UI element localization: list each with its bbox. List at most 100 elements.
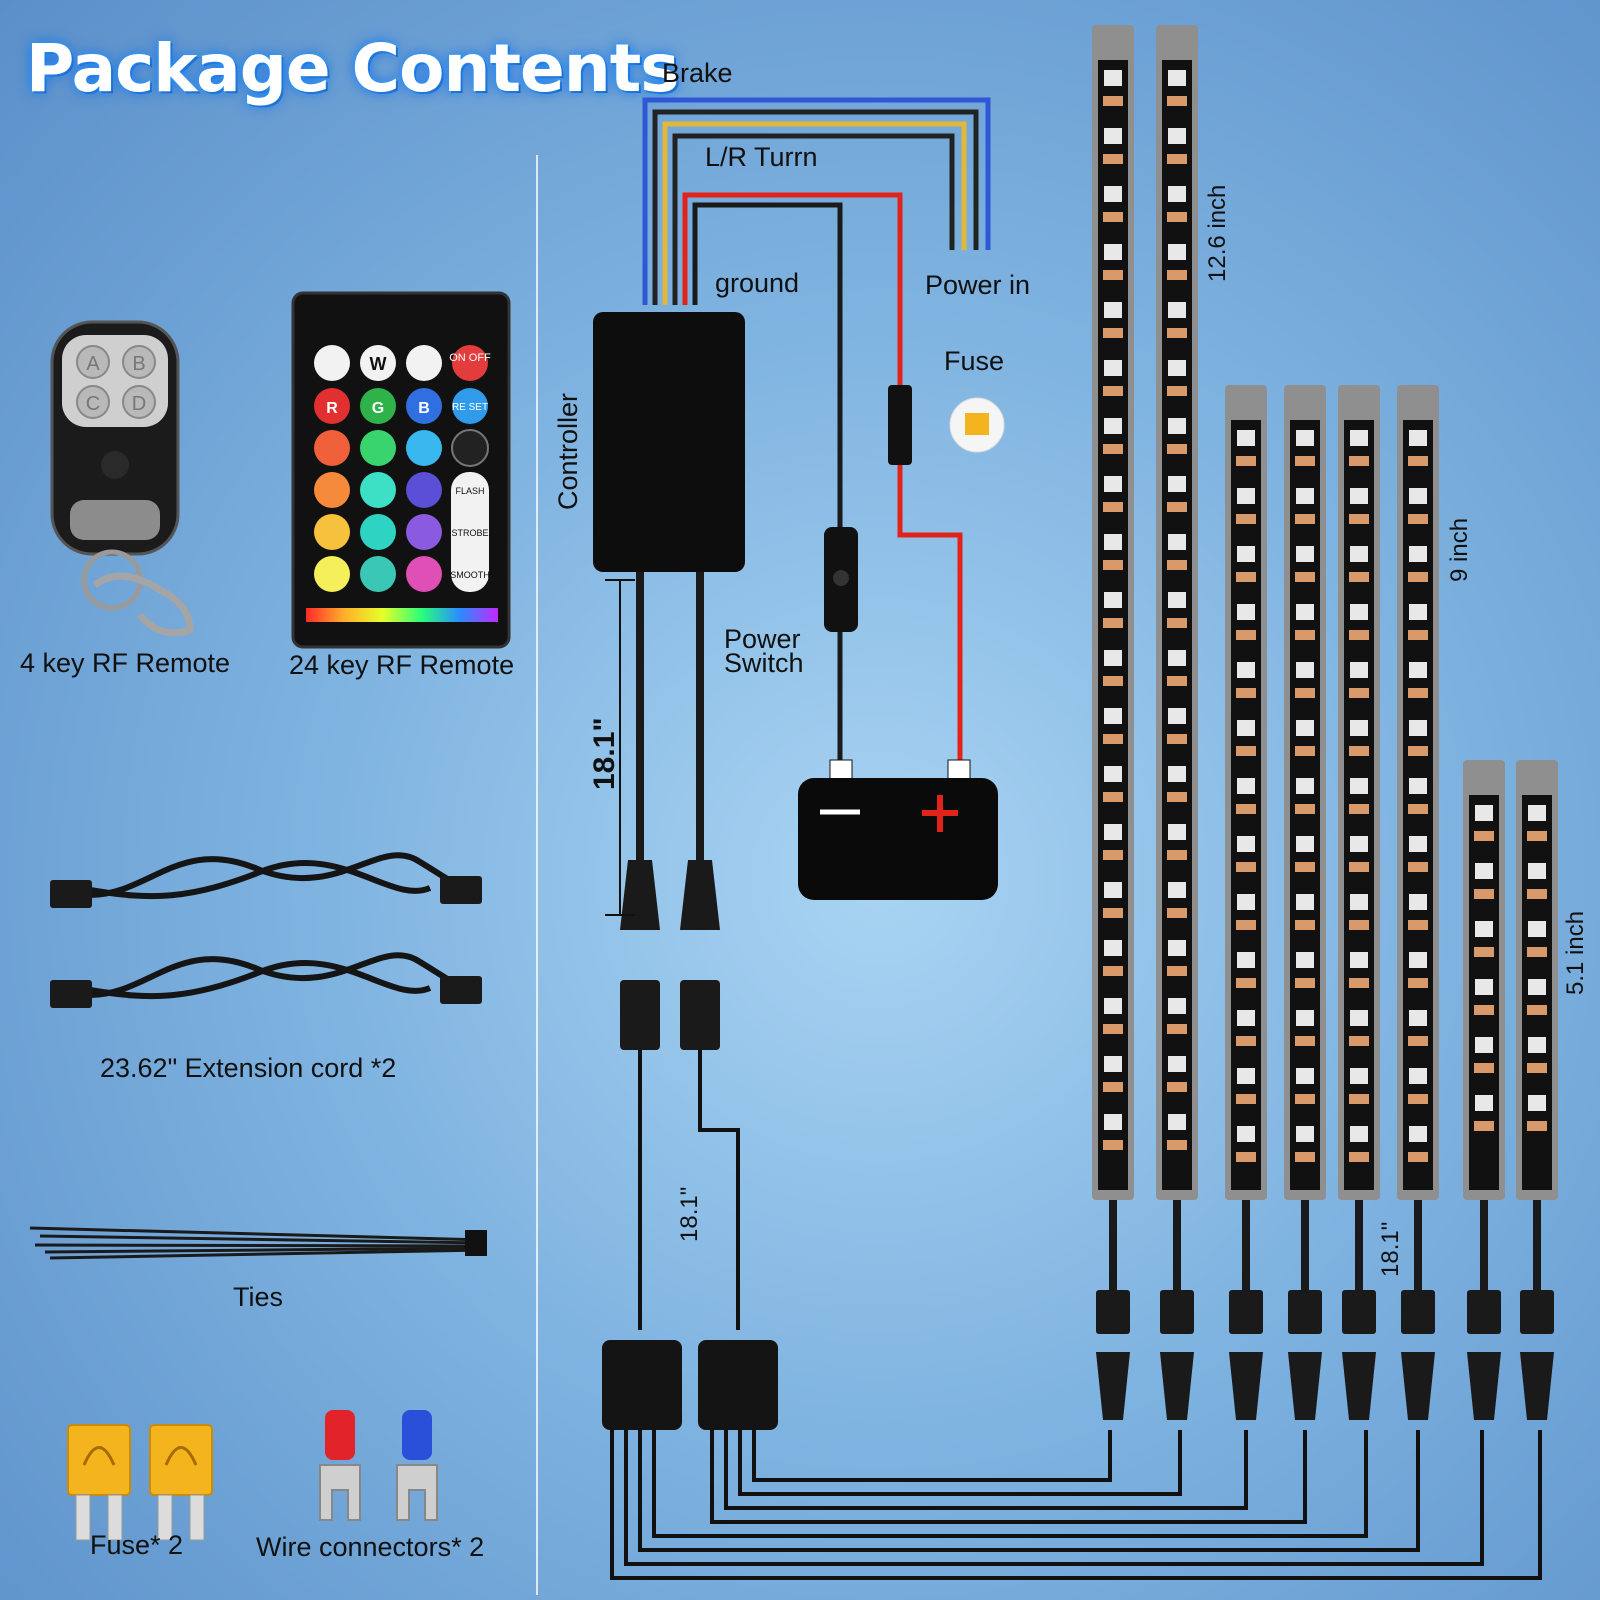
resistor-chip — [1408, 630, 1428, 640]
resistor-chip — [1408, 1036, 1428, 1046]
resistor-chip — [1236, 804, 1256, 814]
led-chip — [1104, 592, 1122, 608]
remote-key-c: C — [86, 393, 100, 415]
resistor-chip — [1349, 514, 1369, 524]
led-chip — [1409, 488, 1427, 504]
resistor-chip — [1103, 154, 1123, 164]
controller-label: Controller — [553, 392, 583, 510]
resistor-chip — [1103, 1024, 1123, 1034]
resistor-chip — [1167, 1024, 1187, 1034]
resistor-chip — [1408, 456, 1428, 466]
remote-key-a: A — [86, 353, 100, 375]
resistor-chip — [1167, 618, 1187, 628]
led-chip — [1168, 186, 1186, 202]
resistor-chip — [1474, 889, 1494, 899]
led-chip — [1409, 604, 1427, 620]
led-chip — [1475, 805, 1493, 821]
strip-pigtails — [1096, 1200, 1554, 1420]
resistor-chip — [1295, 630, 1315, 640]
resistor-chip — [1167, 908, 1187, 918]
remote24-label: 24 key RF Remote — [289, 650, 515, 680]
strip-connector-plug — [1160, 1352, 1194, 1420]
led-chip — [1237, 604, 1255, 620]
resistor-chip — [1167, 386, 1187, 396]
led-chip — [1168, 940, 1186, 956]
resistor-chip — [1167, 560, 1187, 570]
controller-output-cables — [636, 572, 704, 860]
led-chip — [1350, 1068, 1368, 1084]
led-chip — [1528, 863, 1546, 879]
led-chip — [1104, 1056, 1122, 1072]
strip-connector — [1520, 1290, 1554, 1334]
dimension-line — [605, 579, 635, 916]
resistor-chip — [1295, 456, 1315, 466]
remote-key-w: W — [370, 354, 387, 374]
remote-key-flash: FLASH — [455, 486, 484, 496]
strip-length-long: 12.6 inch — [1204, 184, 1231, 282]
resistor-chip — [1295, 1094, 1315, 1104]
led-chip — [1350, 662, 1368, 678]
led-chip — [1168, 824, 1186, 840]
led-chip — [1409, 778, 1427, 794]
remote-key-reset: RE SET — [452, 402, 488, 413]
resistor-chip — [1167, 792, 1187, 802]
strip-connector — [1160, 1290, 1194, 1334]
resistor-chip — [1295, 978, 1315, 988]
controller-icon — [593, 312, 745, 572]
led-chip — [1168, 476, 1186, 492]
resistor-chip — [1408, 978, 1428, 988]
resistor-chip — [1295, 514, 1315, 524]
resistor-chip — [1408, 572, 1428, 582]
resistor-chip — [1236, 1094, 1256, 1104]
led-chip — [1409, 662, 1427, 678]
resistor-chip — [1349, 862, 1369, 872]
ground-label: ground — [715, 268, 800, 298]
resistor-chip — [1349, 746, 1369, 756]
resistor-chip — [1103, 444, 1123, 454]
led-chip — [1528, 1037, 1546, 1053]
led-chip — [1296, 720, 1314, 736]
turn-label: L/R Turrn — [705, 142, 818, 172]
resistor-chip — [1527, 831, 1547, 841]
led-chip — [1237, 836, 1255, 852]
power-in-label: Power in — [925, 270, 1031, 300]
resistor-chip — [1103, 734, 1123, 744]
led-chip — [1528, 805, 1546, 821]
led-chip — [1350, 1126, 1368, 1142]
resistor-chip — [1408, 804, 1428, 814]
led-chip — [1104, 882, 1122, 898]
strip-connector-plug — [1342, 1352, 1376, 1420]
led-chip — [1296, 546, 1314, 562]
resistor-chip — [1527, 1063, 1547, 1073]
cable-length-label-3: 18.1" — [1377, 1221, 1404, 1277]
led-chip — [1350, 430, 1368, 446]
wire-connector-icon — [319, 1410, 438, 1521]
resistor-chip — [1103, 618, 1123, 628]
resistor-chip — [1167, 444, 1187, 454]
led-chip — [1168, 766, 1186, 782]
led-chip — [1296, 836, 1314, 852]
led-chip — [1168, 244, 1186, 260]
power-switch-label: Power Switch — [724, 626, 804, 677]
resistor-chip — [1527, 1121, 1547, 1131]
resistor-chip — [1349, 572, 1369, 582]
resistor-chip — [1349, 630, 1369, 640]
resistor-chip — [1167, 212, 1187, 222]
led-chip — [1296, 430, 1314, 446]
resistor-chip — [1474, 947, 1494, 957]
led-chip — [1409, 836, 1427, 852]
splitter-box-icon — [602, 1340, 682, 1430]
fuse-icon — [67, 1424, 213, 1541]
led-chip — [1168, 534, 1186, 550]
led-chip — [1168, 882, 1186, 898]
led-chip — [1528, 921, 1546, 937]
extension-cord-icon — [89, 852, 481, 1000]
led-chip — [1475, 1095, 1493, 1111]
resistor-chip — [1103, 96, 1123, 106]
strip-connector-plug — [1288, 1352, 1322, 1420]
led-chip — [1237, 1126, 1255, 1142]
strip-connector-plug — [1467, 1352, 1501, 1420]
resistor-chip — [1349, 920, 1369, 930]
resistor-chip — [1167, 676, 1187, 686]
resistor-chip — [1167, 1140, 1187, 1150]
